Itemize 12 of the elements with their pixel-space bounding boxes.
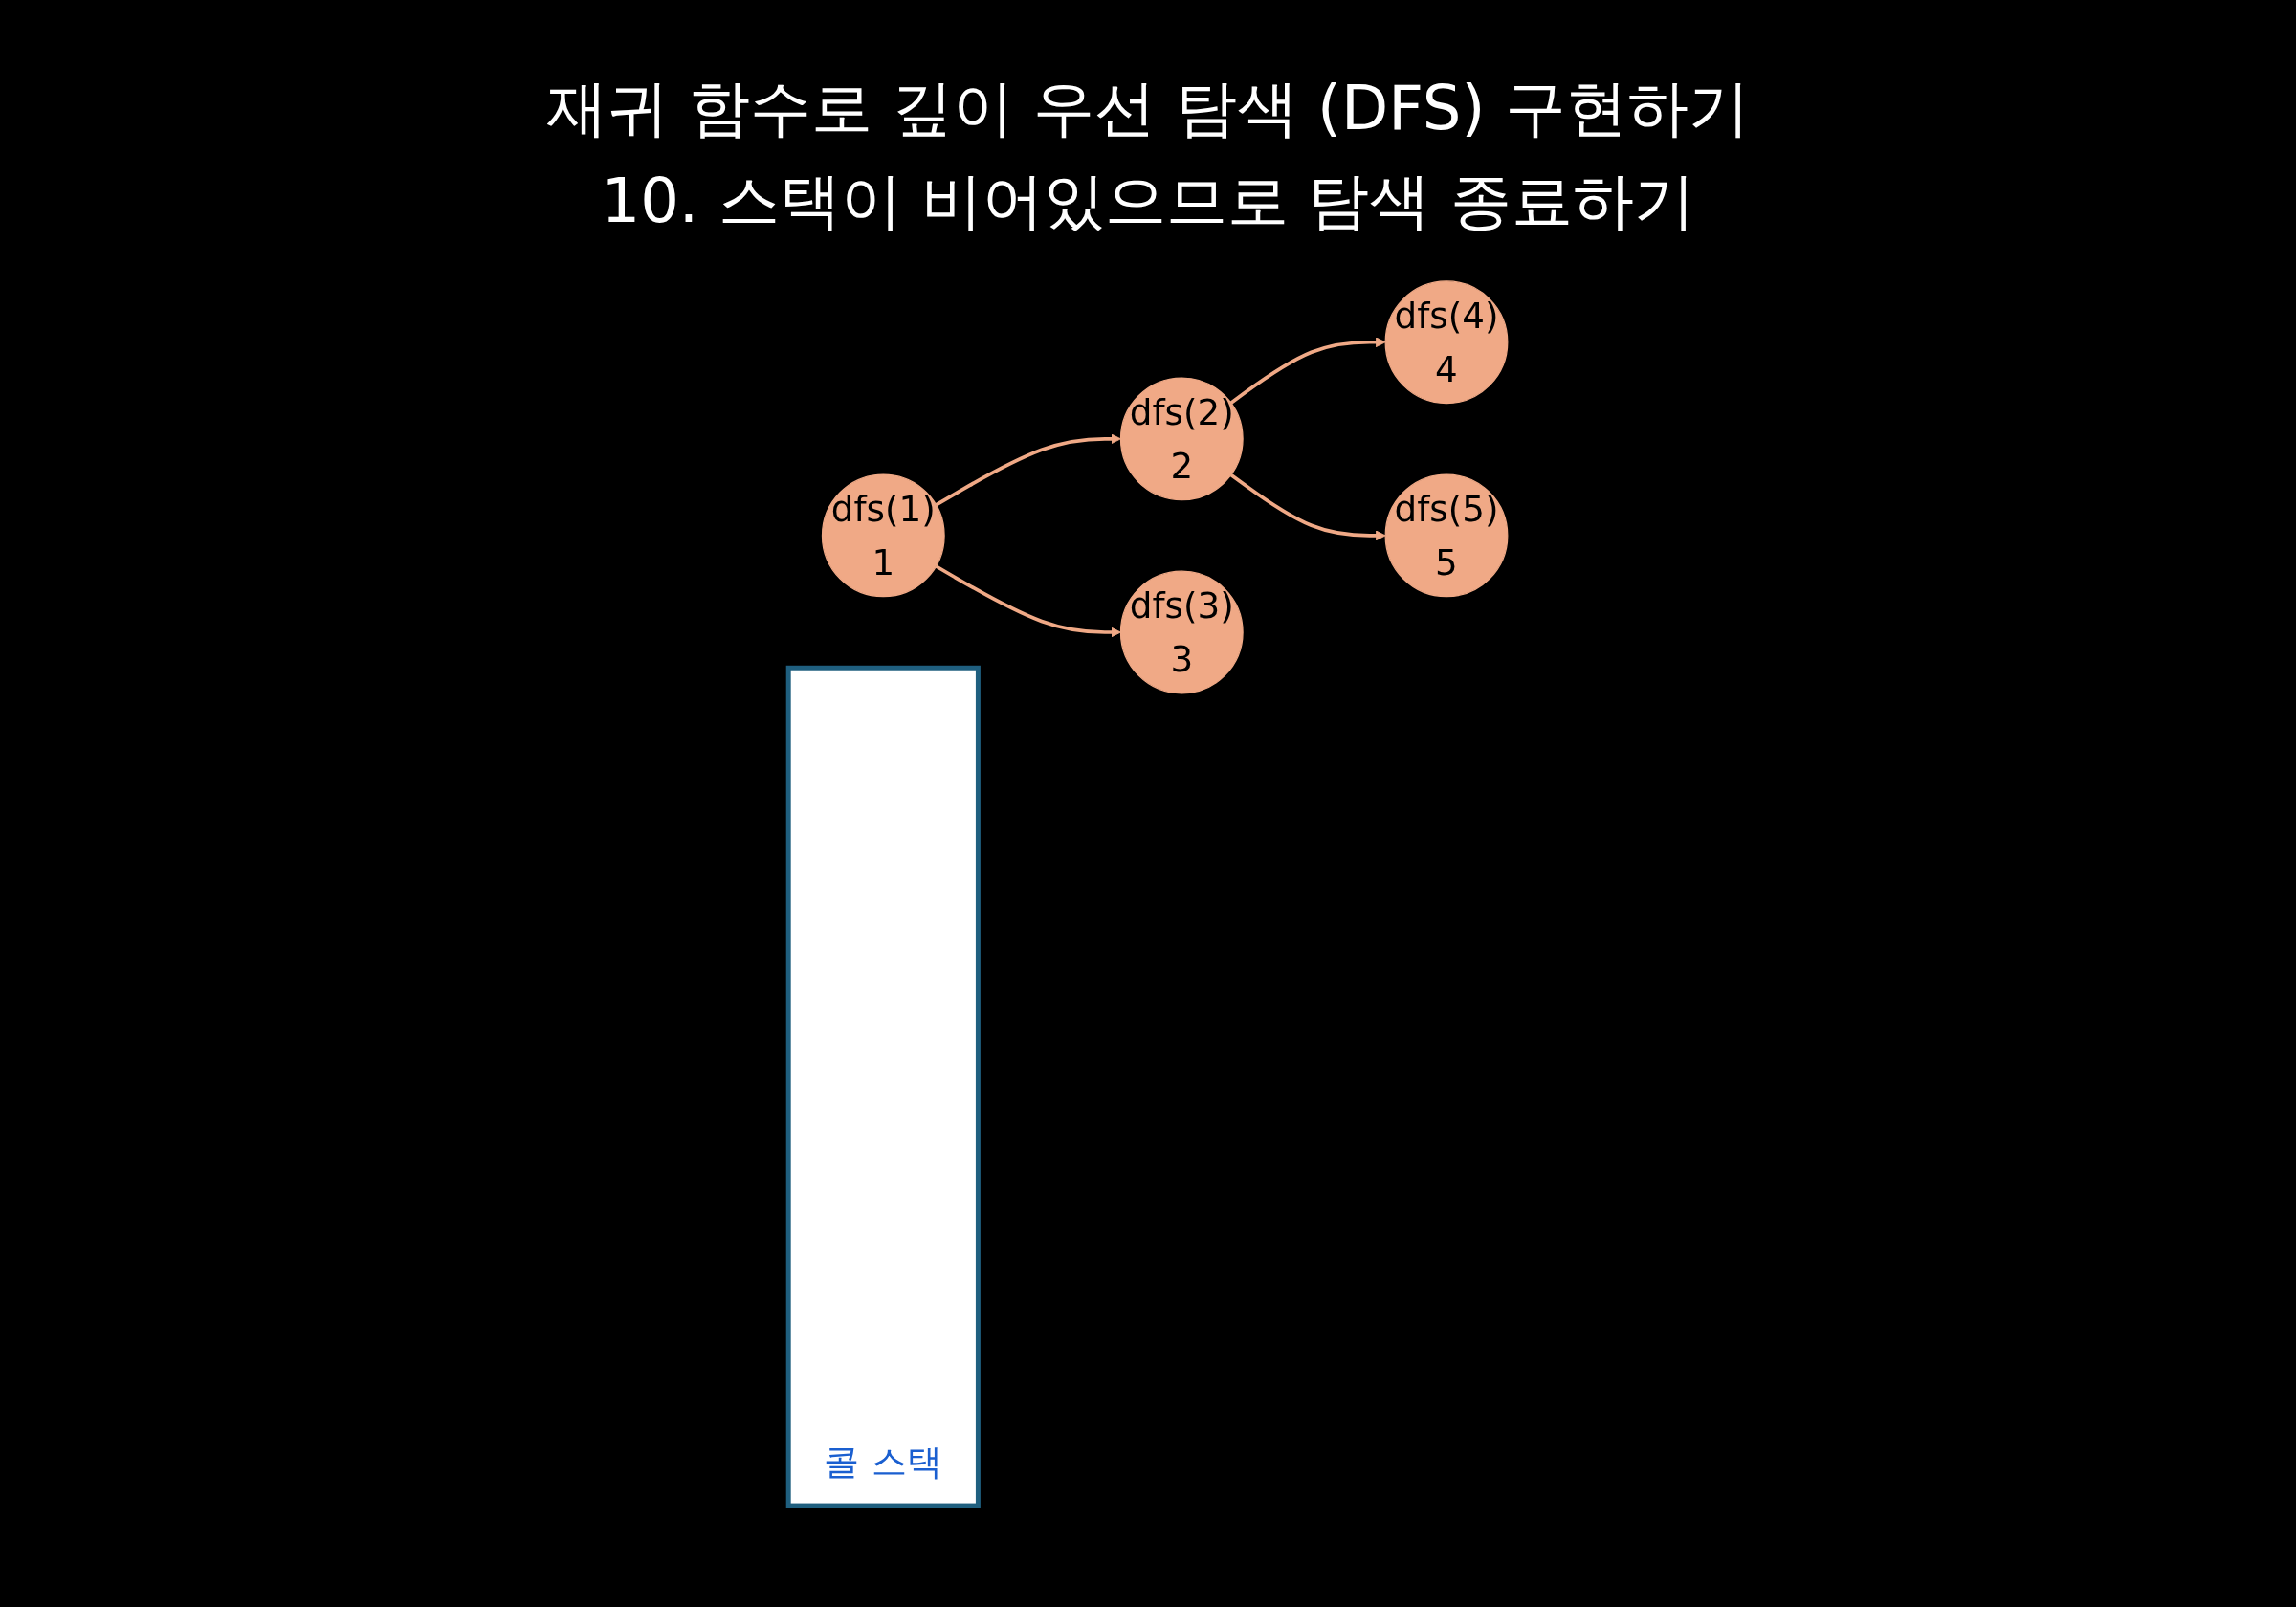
arrow [1229, 337, 1386, 405]
node-circle: dfs(5) 5 [1384, 473, 1509, 598]
node-circle: dfs(3) 3 [1119, 570, 1244, 694]
title: 재귀 함수로 깊이 우선 탐색 (DFS) 구현하기 [545, 72, 1751, 145]
arrow [1229, 473, 1386, 541]
node-circle: dfs(1) 1 [821, 473, 945, 598]
node-circle: dfs(4) 4 [1384, 280, 1509, 405]
arrow [935, 564, 1121, 638]
arrow [935, 433, 1121, 507]
subtitle: 10. 스택이 비어있으므로 탐색 종료하기 [600, 165, 1696, 238]
node-circle: dfs(2) 2 [1119, 377, 1244, 501]
node-box: 콜 스택 [785, 665, 981, 1508]
